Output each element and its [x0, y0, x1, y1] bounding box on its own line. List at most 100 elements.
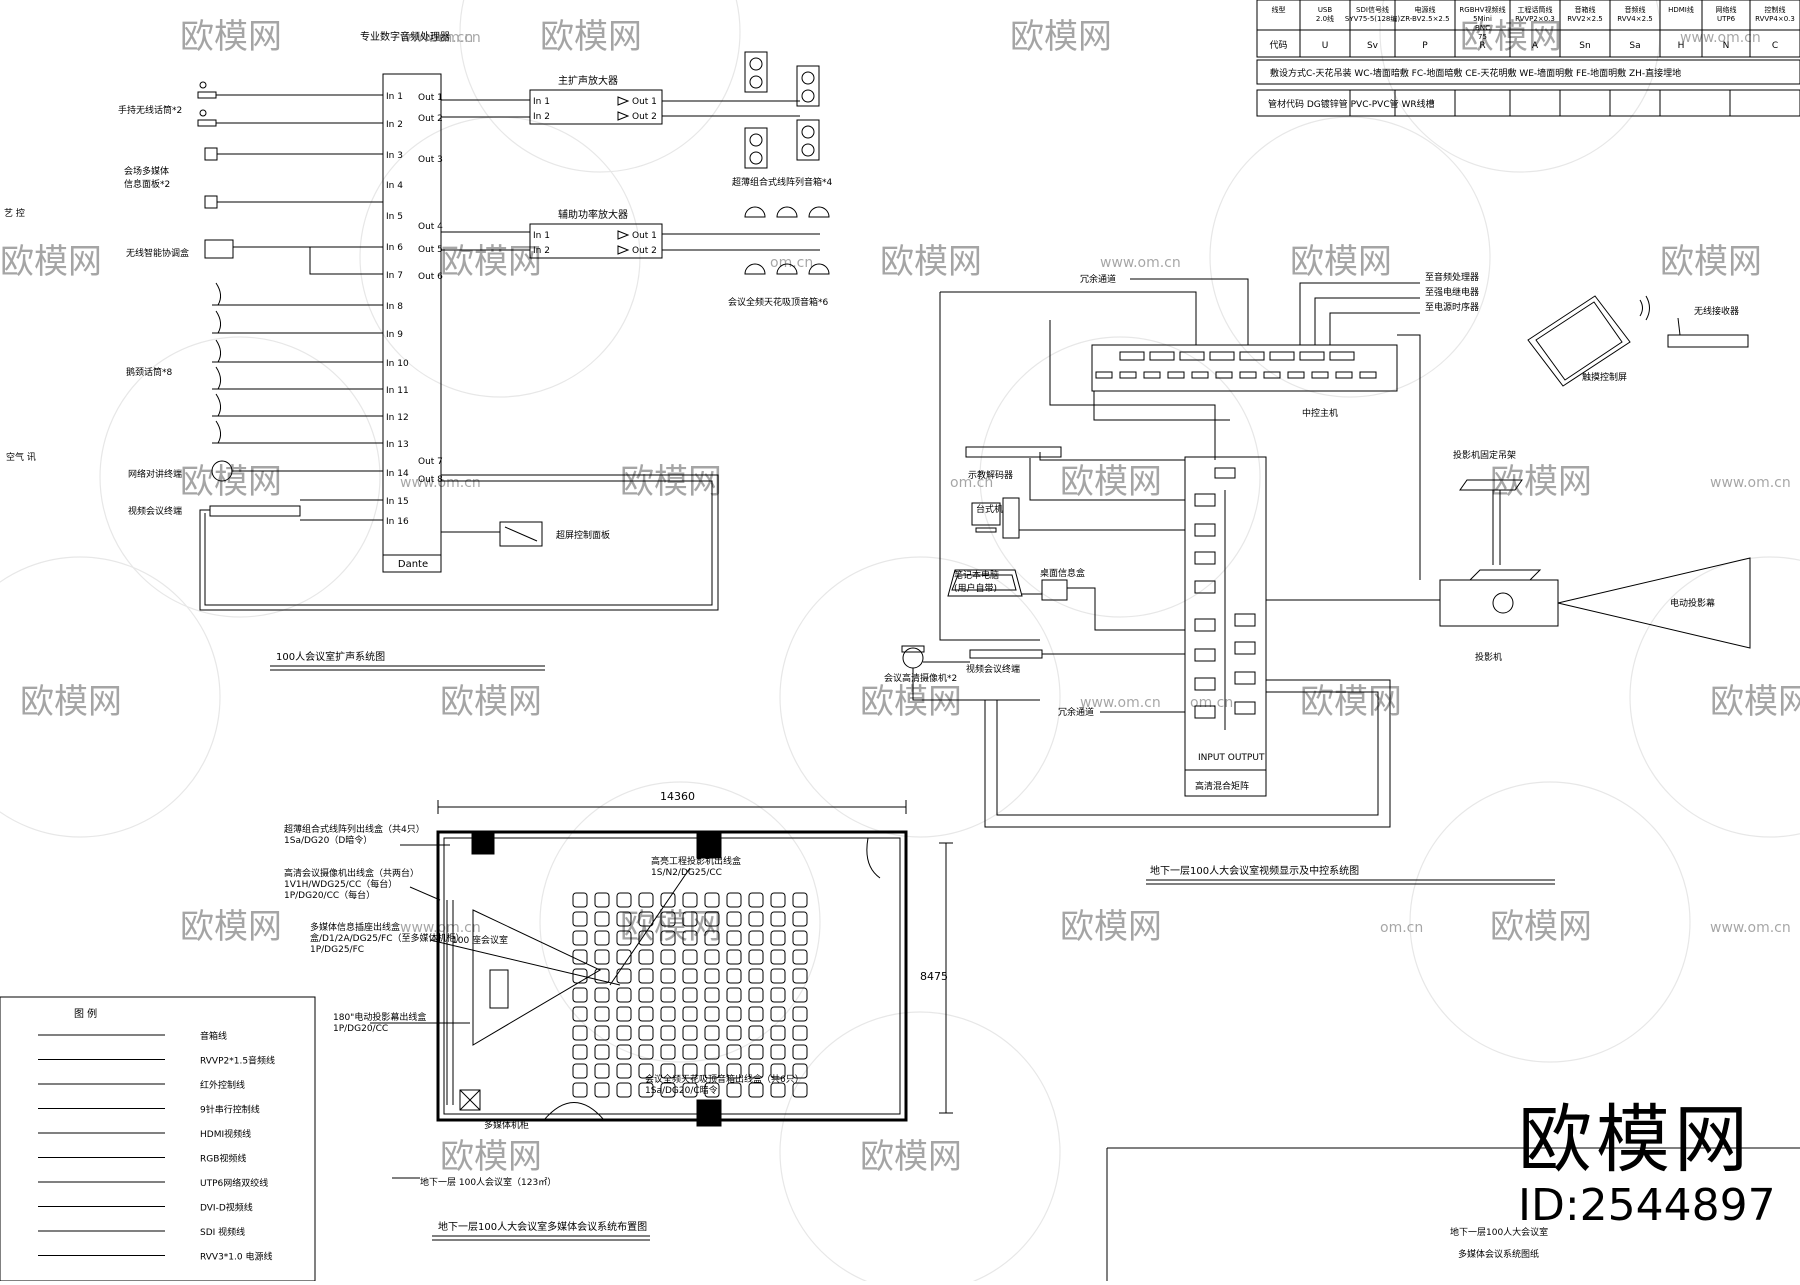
legend-item-label: HDMI视频线 [200, 1128, 251, 1140]
legend-item-label: 红外控制线 [200, 1079, 245, 1091]
seat [704, 930, 720, 946]
host-io-1 [1095, 371, 1113, 379]
watermark-text: 欧模网 [440, 242, 542, 282]
video-terminal-label: 视频会议终端 [128, 505, 182, 517]
line-array-outlet-2 [696, 831, 722, 859]
cable-table-cell: P [1422, 41, 1428, 51]
seat [682, 892, 698, 908]
host-io-2 [1119, 371, 1137, 379]
dsp-output-3: Out 3 [418, 155, 443, 165]
matrix-in-5 [1194, 618, 1216, 632]
seat [594, 1063, 610, 1079]
room-width-dim: 14360 [660, 790, 695, 803]
watermark-text: 欧模网 [180, 17, 282, 57]
conference-terminal-icon [969, 649, 1043, 659]
seat [704, 1082, 720, 1098]
seat [792, 911, 808, 927]
watermark-text: 欧模网 [620, 462, 722, 502]
seat [726, 1063, 742, 1079]
legend-item-label: RVVP2*1.5音频线 [200, 1055, 275, 1067]
main-amp-out1: Out 1 [632, 97, 657, 107]
hd-camera-icon [901, 645, 925, 669]
seat [704, 949, 720, 965]
seat [792, 968, 808, 984]
cable-table-cell: HDMI线 [1668, 5, 1694, 14]
projector-icon [1439, 569, 1559, 627]
seat [660, 1044, 676, 1060]
main-amp-label: 主扩声放大器 [558, 74, 618, 87]
to-sequencer: 至电源时序器 [1425, 301, 1479, 313]
gooseneck-mic-5 [212, 393, 226, 417]
seat [594, 892, 610, 908]
seat [770, 911, 786, 927]
cable-table-cell: H [1678, 41, 1685, 51]
dsp-output-8: Out 8 [418, 475, 443, 485]
ceiling-outlet-note: 会议全频天花吸顶音箱出线盒（共6只）1Sa/DG20/C暗令 [645, 1073, 804, 1096]
seat [726, 911, 742, 927]
host-io-5 [1191, 371, 1209, 379]
line-array-speaker-icons [744, 51, 820, 169]
video-terminal-icon [209, 505, 301, 517]
seat [792, 1082, 808, 1098]
projector-label: 投影机 [1475, 651, 1502, 663]
dsp-input-15: In 15 [386, 497, 409, 507]
dsp-output-5: Out 5 [418, 245, 443, 255]
projector-mount-label: 投影机固定吊架 [1453, 449, 1516, 461]
video-control-diagram: 冗余通道 至音频处理器 至强电继电器 至电源时序器 中控主机 触摸控制屏 无线接… [884, 271, 1751, 885]
seat [682, 949, 698, 965]
line-array-outlet-1 [471, 831, 495, 855]
title-block-line1: 地下一层100人大会议室 [1450, 1226, 1548, 1238]
seat [748, 1063, 764, 1079]
seat [726, 930, 742, 946]
watermark-text: 欧模网 [860, 1137, 962, 1177]
seat [726, 968, 742, 984]
cable-table-cell: 代码 [1269, 40, 1287, 51]
watermark-ring [539, 781, 821, 1063]
seat [660, 968, 676, 984]
host-io-10 [1311, 371, 1329, 379]
wireless-coordinator-icon [204, 239, 234, 259]
watermark-text: 欧模网 [1060, 907, 1162, 947]
seat [660, 930, 676, 946]
to-power-relay: 至强电继电器 [1425, 286, 1479, 298]
ceiling-speaker-4 [744, 263, 766, 275]
dsp-output-6: Out 6 [418, 272, 443, 282]
seat [682, 1044, 698, 1060]
host-io-8 [1263, 371, 1281, 379]
dsp-input-12: In 12 [386, 413, 409, 423]
cable-table-cell: C [1772, 41, 1778, 51]
dsp-input-6: In 6 [386, 243, 403, 253]
legend-item-label: RVV3*1.0 电源线 [200, 1251, 272, 1263]
watermark-ring [1629, 556, 1800, 838]
seat [682, 1006, 698, 1022]
host-io-11 [1335, 371, 1353, 379]
watermark-text: 欧模网 [440, 682, 542, 722]
seat [572, 1063, 588, 1079]
seat [638, 1025, 654, 1041]
media-outlet-note: 多媒体信息插座出线盒盒/D1/2A/DG25/FC（至多媒体机柜）1P/DG25… [310, 921, 465, 955]
cable-table-cell: A [1532, 41, 1539, 51]
ceiling-speaker-2 [776, 206, 798, 218]
cabinet-label: 多媒体机柜 [484, 1119, 529, 1131]
conduit-codes-text: 管材代码 DG镀锌管 PVC-PVC管 WR线槽 [1268, 98, 1435, 110]
camera-outlet-note: 高清会议摄像机出线盒（共两台）1V1H/WDG25/CC（每台）1P/DG20/… [284, 867, 419, 901]
seat [792, 1006, 808, 1022]
decoder-icon [965, 446, 1062, 458]
seat [792, 892, 808, 908]
table-box-icon [1041, 579, 1068, 601]
room-caption: 地下一层 100人会议室（123㎡） [420, 1176, 556, 1188]
watermark-text: 欧模网 [540, 17, 642, 57]
screen-label: 电动投影幕 [1670, 597, 1715, 609]
watermark-text: 欧模网 [180, 462, 282, 502]
seat [616, 1006, 632, 1022]
seat [660, 1063, 676, 1079]
seat [638, 930, 654, 946]
watermark-url: www.om.cn [400, 920, 481, 936]
projector-mount-icon [1459, 479, 1523, 565]
audio-system-diagram: 专业数字音频处理器 In 1In 2In 3In 4In 5In 6In 7In… [4, 30, 833, 671]
seat [594, 968, 610, 984]
seat [704, 892, 720, 908]
seat [770, 930, 786, 946]
camera-label: 会议高清摄像机*2 [884, 672, 957, 684]
